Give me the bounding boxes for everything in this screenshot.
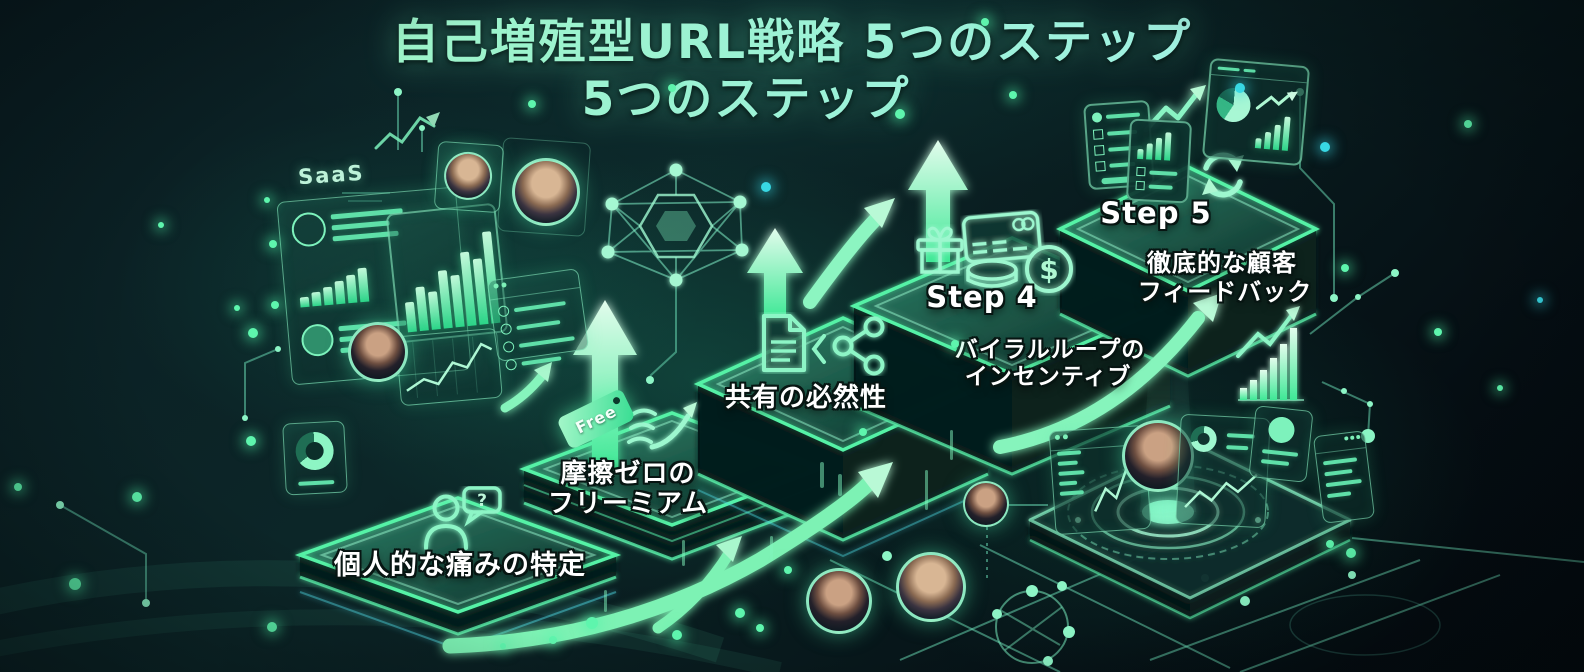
text-panel xyxy=(1312,430,1376,524)
line-chart xyxy=(406,336,493,398)
document-icon xyxy=(762,314,806,372)
step4-title: Step 4 xyxy=(926,280,1038,314)
avatar xyxy=(442,150,494,202)
step5-label-line2: フィードバック xyxy=(1137,278,1313,306)
avatar xyxy=(963,481,1009,527)
text-lines xyxy=(1316,448,1372,507)
chevron-icon xyxy=(811,334,826,364)
step5-title: Step 5 xyxy=(1100,196,1212,230)
text-lines xyxy=(1056,450,1086,496)
step2-label-line2: フリーミアム xyxy=(547,489,709,519)
pie-chart xyxy=(1215,86,1252,124)
saas-label: SaaS xyxy=(297,160,366,190)
step4-label-line2: インセンティブ xyxy=(964,364,1132,390)
step1-label: 個人的な痛みの特定 xyxy=(334,550,586,581)
mini-bar-chart xyxy=(1137,129,1172,161)
user-avatar-icon xyxy=(300,322,335,358)
avatar xyxy=(896,552,966,622)
mini-bar-chart xyxy=(297,262,370,308)
bar-chart-panel xyxy=(385,202,509,344)
network-graph-icon xyxy=(601,163,749,287)
avatar xyxy=(806,568,872,634)
up-arrow xyxy=(747,228,803,318)
step3-label: 共有の必然性 xyxy=(724,383,888,413)
donut-chart-card xyxy=(282,420,348,496)
avatar xyxy=(512,158,580,226)
browser-list-panel xyxy=(486,267,590,371)
line-chart-panel xyxy=(395,327,503,407)
mini-sparkline-icon xyxy=(374,112,440,150)
chart-card-icon xyxy=(1125,118,1193,204)
user-avatar-icon xyxy=(1267,415,1296,445)
analytics-card xyxy=(1201,57,1311,167)
trend-arrow-icon xyxy=(1255,91,1298,110)
gift-icon xyxy=(916,226,964,274)
avatar xyxy=(348,322,408,382)
list-rows xyxy=(491,288,591,379)
question-mark: ? xyxy=(477,491,487,511)
share-icon xyxy=(832,316,885,376)
dollar-sign: $ xyxy=(1039,253,1058,286)
user-avatar-icon xyxy=(290,211,328,248)
bar-chart xyxy=(397,219,501,333)
holo-profile-card xyxy=(1248,405,1314,483)
user-photo-card xyxy=(433,140,505,214)
